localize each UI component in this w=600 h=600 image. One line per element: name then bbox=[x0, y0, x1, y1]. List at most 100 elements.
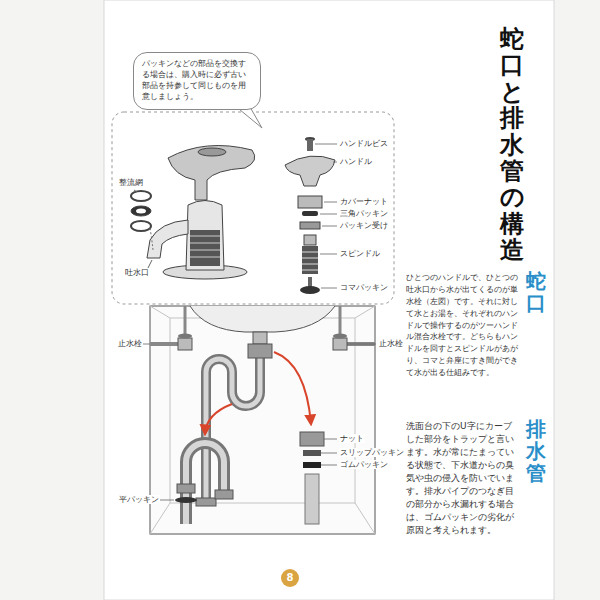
leader-line bbox=[315, 144, 337, 288]
exploded-faucet bbox=[302, 258, 318, 259]
exploded-faucet bbox=[285, 137, 335, 294]
drain-pipe bbox=[196, 332, 272, 506]
trap-exploded bbox=[215, 490, 233, 499]
page-ground bbox=[104, 0, 554, 600]
part-label: 止水栓 bbox=[378, 339, 404, 348]
drain-pipe bbox=[206, 356, 260, 500]
red-arrow bbox=[205, 404, 232, 434]
title: 蛇口と排水管の構造 bbox=[500, 26, 524, 264]
part-label: 三角パッキン bbox=[339, 209, 389, 218]
stop-valve bbox=[347, 342, 375, 346]
stop-valve bbox=[339, 306, 342, 338]
part-label: 整流網 bbox=[118, 178, 144, 187]
leader-line bbox=[320, 214, 337, 215]
exploded-faucet bbox=[300, 222, 320, 229]
faucet-drawing bbox=[190, 243, 220, 244]
note-bubble: パッキンなどの部品を交換する場合は、購入時に必ず古い部品を持参して同じものを用意… bbox=[133, 52, 261, 110]
stop-valve bbox=[333, 334, 347, 339]
exploded-faucet bbox=[302, 211, 318, 216]
exploded-faucet bbox=[285, 156, 335, 186]
leader-line bbox=[315, 144, 337, 145]
aerator-parts bbox=[148, 260, 152, 268]
faucet-drawing bbox=[168, 146, 255, 201]
part-label: ナット bbox=[339, 434, 365, 443]
exploded-faucet bbox=[304, 235, 316, 245]
part-label: 止水栓 bbox=[117, 339, 143, 348]
trap-exploded bbox=[175, 443, 233, 524]
part-label: スリップパッキン bbox=[339, 448, 405, 457]
stop-valve bbox=[150, 342, 178, 346]
faucet-drawing bbox=[190, 236, 220, 237]
drain-pipe bbox=[253, 332, 267, 344]
faucet-drawing bbox=[190, 230, 220, 266]
leader-line bbox=[321, 453, 337, 454]
aerator-parts bbox=[136, 209, 146, 214]
part-label: コマパッキン bbox=[339, 283, 389, 292]
page-number: 8 bbox=[281, 569, 299, 587]
aerator-parts bbox=[150, 228, 153, 250]
cabinet bbox=[190, 306, 335, 332]
stop-valve bbox=[178, 334, 192, 339]
drain-parts bbox=[300, 432, 324, 446]
stop-valve bbox=[178, 338, 192, 350]
aerator-parts bbox=[131, 190, 153, 268]
leader-line bbox=[321, 465, 337, 466]
part-label: ハンドルビス bbox=[339, 139, 389, 148]
drain-parts bbox=[305, 474, 319, 524]
leader-line bbox=[142, 344, 376, 500]
leader-line bbox=[333, 162, 337, 163]
part-label: スピンドル bbox=[339, 249, 381, 258]
red-arrow bbox=[274, 352, 311, 424]
faucet-drawing bbox=[198, 148, 226, 156]
cabinet bbox=[150, 306, 375, 534]
leader-line bbox=[324, 202, 337, 203]
faucet-drawing bbox=[190, 257, 220, 258]
leader-line bbox=[322, 226, 337, 227]
faucet-drawing bbox=[186, 201, 224, 271]
stop-valve bbox=[333, 338, 347, 350]
exploded-faucet bbox=[298, 196, 322, 208]
faucet-drawing bbox=[147, 146, 255, 280]
part-label: パッキン受け bbox=[339, 221, 389, 230]
leader-line bbox=[142, 344, 150, 345]
leader-line bbox=[324, 439, 337, 440]
cabinet bbox=[150, 306, 375, 534]
cabinet bbox=[170, 318, 355, 503]
section-heading: 排水管 bbox=[526, 418, 546, 484]
note-text: パッキンなどの部品を交換する場合は、購入時に必ず古い部品を持参して同じものを用意… bbox=[142, 59, 252, 103]
section-heading: 蛇口 bbox=[526, 270, 546, 314]
part-label: 平パッキン bbox=[118, 495, 160, 504]
trap-exploded bbox=[177, 484, 195, 493]
cabinet bbox=[355, 503, 375, 534]
exploded-faucet bbox=[307, 139, 313, 151]
part-label: 吐水口 bbox=[124, 268, 150, 277]
leader-line bbox=[320, 254, 337, 255]
leader-line bbox=[321, 288, 337, 289]
part-label: ゴムパッキン bbox=[339, 460, 389, 469]
trap-exploded bbox=[175, 497, 197, 503]
cabinet bbox=[150, 503, 170, 534]
exploded-faucet bbox=[302, 270, 318, 271]
exploded-faucet bbox=[302, 252, 318, 253]
drain-pipe bbox=[196, 498, 216, 506]
part-label: ハンドル bbox=[339, 157, 373, 166]
aerator-parts bbox=[134, 190, 137, 192]
cabinet bbox=[150, 306, 170, 318]
leader-line bbox=[347, 344, 376, 345]
stop-valve bbox=[150, 306, 375, 350]
exploded-faucet bbox=[302, 246, 318, 274]
aerator-parts bbox=[131, 206, 151, 216]
faucet-frame bbox=[112, 112, 394, 304]
part-label: カバーナット bbox=[339, 197, 389, 206]
drain-parts bbox=[303, 462, 321, 468]
exploded-faucet bbox=[302, 264, 318, 265]
faucet-drawing bbox=[190, 250, 220, 251]
leader-line bbox=[160, 500, 174, 501]
cabinet bbox=[355, 306, 375, 318]
body-text: 洗面台の下のU字にカーブした部分をトラップと言います。水が常にたまっている状態で… bbox=[405, 420, 520, 537]
page-number-text: 8 bbox=[281, 569, 299, 587]
drain-pipe bbox=[248, 344, 272, 358]
drain-parts bbox=[300, 432, 324, 524]
